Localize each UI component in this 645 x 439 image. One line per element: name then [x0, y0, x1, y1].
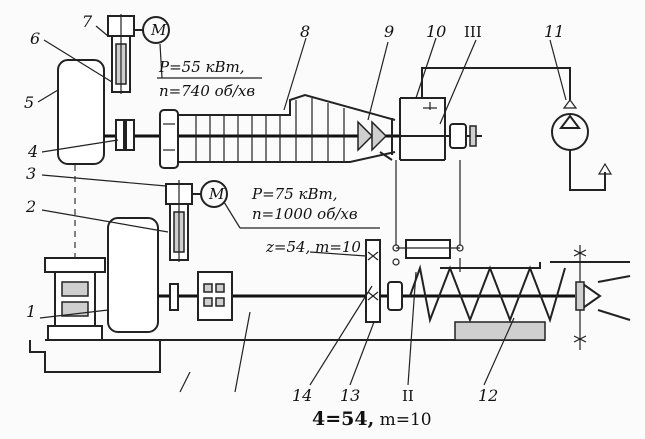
label-10: 10 [426, 22, 446, 41]
gear-14-13 [365, 239, 464, 323]
label-14: 14 [292, 386, 312, 405]
label-1: 1 [26, 302, 36, 321]
motor-middle-power: P=75 кВт, [251, 185, 338, 203]
screw-12 [409, 245, 631, 350]
motor-top-speed: n=740 об/хв [159, 82, 255, 100]
label-3: 3 [26, 164, 36, 183]
drum-8 [178, 93, 396, 163]
housing-1 [107, 217, 159, 333]
chamber-10 [395, 97, 482, 245]
motor-middle-speed: n=1000 об/хв [252, 205, 358, 223]
label-7: 7 [82, 12, 93, 31]
coupling-6-7 [107, 14, 170, 94]
motor-top-symbol: M [150, 21, 167, 39]
label-8: 8 [300, 22, 310, 41]
label-9: 9 [384, 22, 394, 41]
motor-middle-symbol: M [208, 185, 225, 203]
leader-lines [37, 25, 567, 386]
coupling-2-3 [165, 180, 228, 262]
label-6: 6 [30, 29, 40, 48]
label-13: 13 [340, 386, 360, 405]
pump-11 [421, 67, 613, 191]
label-12: 12 [478, 386, 498, 405]
label-4: 4 [27, 142, 38, 161]
label-roman-3: III [464, 23, 482, 41]
seal-9 [357, 118, 393, 161]
label-roman-2: II [402, 387, 414, 405]
bottom-caption: 4=54, m=10 [312, 408, 432, 430]
label-5: 5 [24, 93, 34, 112]
motor-top-power: P=55 кВт, [158, 58, 245, 76]
label-11: 11 [544, 22, 564, 41]
label-2: 2 [25, 197, 36, 216]
lower-shaft [158, 271, 575, 321]
housing-5 [57, 59, 105, 165]
gear-spec: z=54, m=10 [265, 238, 361, 256]
foundation [29, 311, 546, 393]
